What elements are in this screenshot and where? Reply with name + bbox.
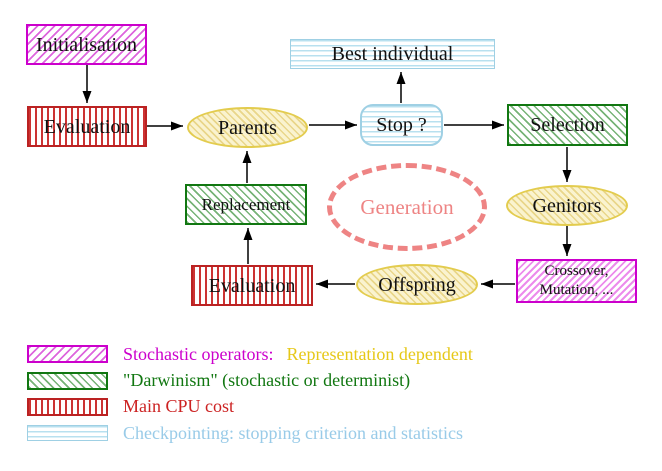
node-offspring: Offspring (356, 264, 478, 305)
node-stop: Stop ? (360, 104, 443, 146)
node-evaluation-bottom: Evaluation (191, 265, 313, 306)
legend-swatch-checkpointing (27, 425, 108, 441)
node-best-individual-label: Best individual (331, 43, 454, 65)
node-best-individual: Best individual (290, 39, 495, 69)
generation-loop-ellipse: Generation (327, 163, 487, 251)
legend-stochastic-label: Stochastic operators: (123, 344, 274, 364)
legend-swatch-stochastic-operators (27, 345, 108, 363)
legend-item-checkpointing: Checkpointing: stopping criterion and st… (123, 423, 463, 443)
node-stop-label: Stop ? (376, 114, 427, 136)
legend-item-darwinism: "Darwinism" (stochastic or determinist) (123, 370, 411, 390)
node-parents-label: Parents (218, 116, 277, 139)
crossover-line1: Crossover, (544, 263, 609, 280)
node-selection-label: Selection (530, 114, 605, 136)
legend-swatch-cpu-cost (27, 398, 108, 416)
legend-item-stochastic-operators: Stochastic operators: Representation depe… (123, 344, 473, 365)
node-evaluation-top-label: Evaluation (43, 115, 131, 138)
node-genitors: Genitors (506, 185, 628, 226)
node-genitors-label: Genitors (532, 194, 602, 217)
node-replacement: Replacement (185, 184, 307, 225)
node-replacement-label: Replacement (201, 195, 291, 214)
legend-item-cpu-cost: Main CPU cost (123, 396, 235, 416)
node-initialisation: Initialisation (26, 24, 147, 65)
node-selection: Selection (507, 104, 628, 146)
node-crossover-mutation: Crossover, Mutation, ... (516, 259, 637, 303)
node-crossover-mutation-label: Crossover, Mutation, ... (540, 262, 614, 300)
legend-representation-label: Representation dependent (286, 344, 473, 364)
generation-label: Generation (360, 194, 454, 219)
node-offspring-label: Offspring (378, 273, 456, 296)
legend-swatch-darwinism (27, 372, 108, 390)
node-evaluation-top: Evaluation (27, 106, 147, 147)
node-evaluation-bottom-label: Evaluation (208, 274, 296, 297)
node-initialisation-label: Initialisation (35, 33, 138, 56)
crossover-line2: Mutation, ... (539, 282, 614, 298)
node-parents: Parents (187, 107, 308, 148)
